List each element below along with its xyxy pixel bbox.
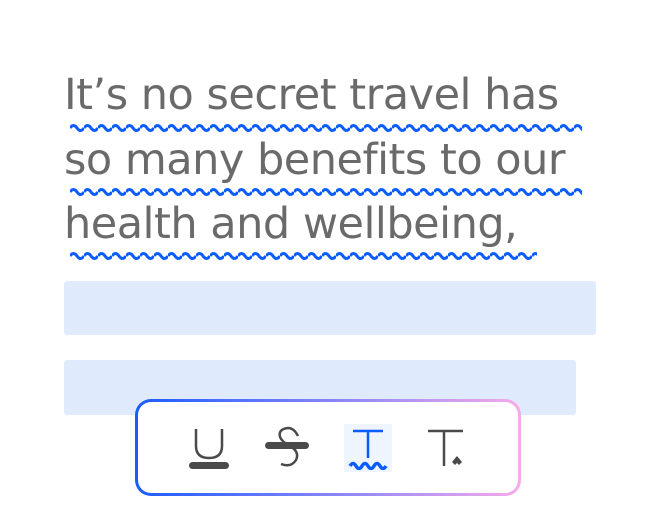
spellcheck-underline-1 [70, 123, 582, 133]
strikethrough-icon [265, 426, 309, 467]
spellcheck-underline-2 [70, 187, 582, 197]
spellcheck-underline-3 [70, 251, 537, 261]
strikethrough-button[interactable] [264, 424, 312, 472]
text-line-2: so many benefits to our [64, 135, 566, 185]
clear-format-button[interactable] [422, 424, 470, 472]
wavy-underline-button[interactable] [344, 424, 392, 472]
underline-icon [189, 429, 229, 469]
placeholder-line-1 [64, 281, 596, 335]
text-line-3: health and wellbeing, [64, 199, 518, 249]
format-toolbar [135, 399, 521, 496]
wavy-underline-icon [348, 429, 388, 470]
clear-format-icon [428, 429, 463, 466]
text-line-1: It’s no secret travel has [64, 70, 559, 120]
underline-button[interactable] [185, 424, 233, 472]
